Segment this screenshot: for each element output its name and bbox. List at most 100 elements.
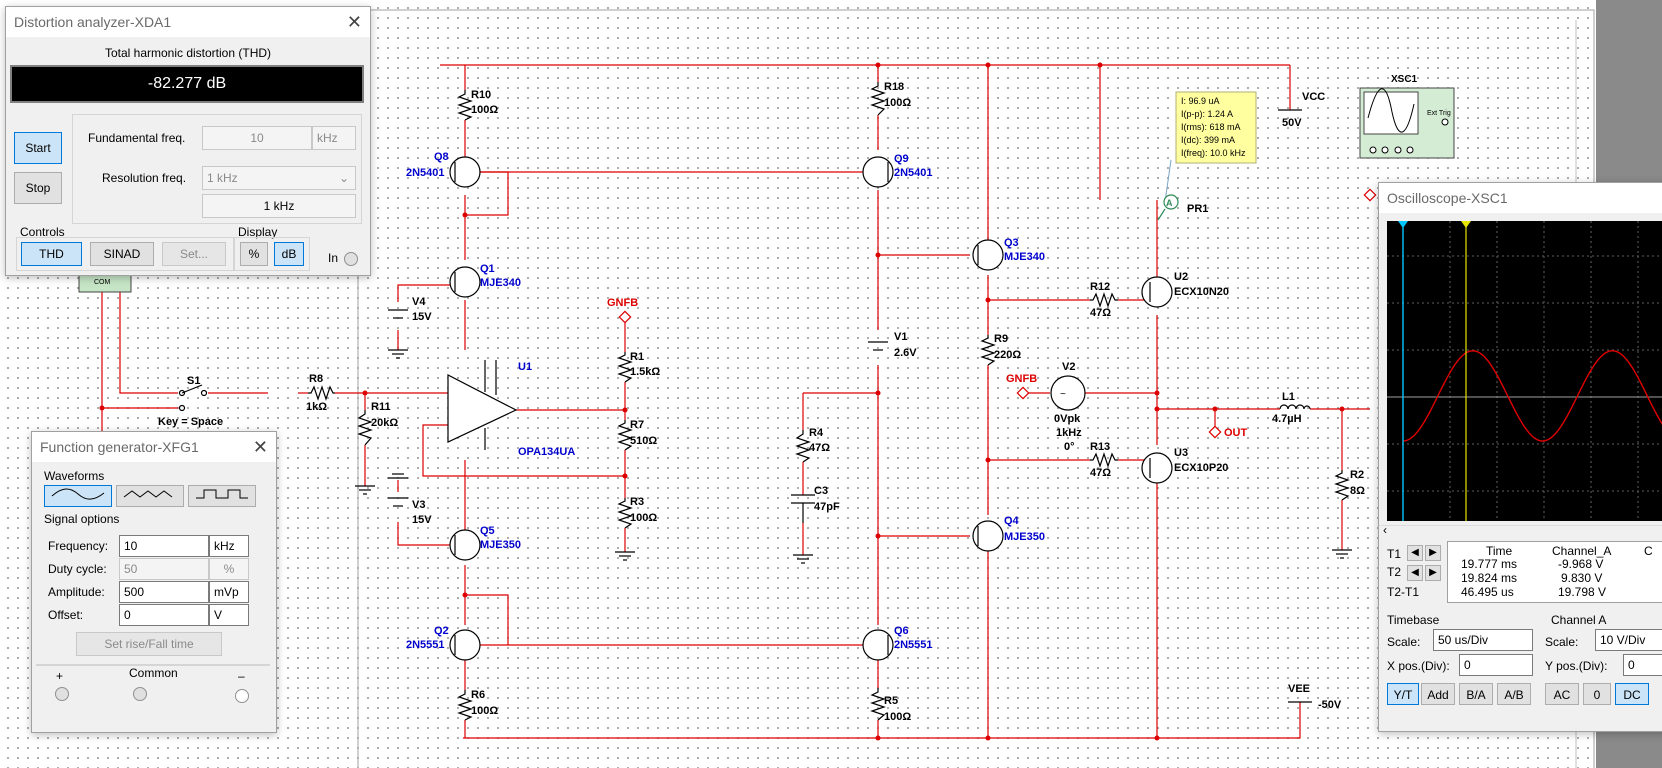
amplitude-unit: mVp bbox=[209, 581, 249, 603]
xsc-title-bar[interactable]: Oscilloscope-XSC1 bbox=[1379, 183, 1662, 213]
frequency-input[interactable]: 10 bbox=[119, 535, 209, 557]
close-icon[interactable]: ✕ bbox=[252, 437, 268, 457]
cursor-values-panel: Time Channel_A C 19.777 ms -9.968 V 19.8… bbox=[1447, 541, 1662, 603]
vcc-value: 50V bbox=[1282, 117, 1302, 129]
offset-unit: V bbox=[209, 604, 249, 626]
duty-cycle-label: Duty cycle: bbox=[48, 562, 107, 576]
common-terminal-label: Common bbox=[129, 666, 178, 680]
channel-b-column-header: C bbox=[1644, 544, 1653, 558]
horizontal-scrollbar[interactable]: ‹ bbox=[1379, 523, 1662, 540]
amplitude-input[interactable]: 500 bbox=[119, 581, 209, 603]
plus-terminal-icon[interactable] bbox=[55, 687, 69, 701]
ac-coupling-button[interactable]: AC bbox=[1545, 683, 1579, 705]
sinad-button[interactable]: SINAD bbox=[90, 242, 154, 266]
cursor-t1-handle[interactable] bbox=[1398, 221, 1408, 228]
t1-channel-a: -9.968 V bbox=[1558, 557, 1604, 571]
t2-channel-a: 9.830 V bbox=[1561, 571, 1603, 585]
cursor-t2-handle[interactable] bbox=[1461, 221, 1471, 228]
t2-label: T2 bbox=[1387, 565, 1402, 579]
close-icon[interactable]: ✕ bbox=[346, 12, 362, 32]
t2-left-arrow-icon[interactable]: ◀ bbox=[1407, 565, 1423, 581]
xsc-title: Oscilloscope-XSC1 bbox=[1387, 190, 1508, 206]
r12-value: 47Ω bbox=[1090, 307, 1111, 319]
t1-left-arrow-icon[interactable]: ◀ bbox=[1407, 545, 1423, 561]
in-terminal-icon[interactable] bbox=[344, 252, 358, 266]
oscilloscope-window[interactable]: Oscilloscope-XSC1 ‹ T1 T2 T2-T1 ◀ ▶ ◀ ▶ … bbox=[1378, 182, 1662, 732]
r18-value: 100Ω bbox=[884, 97, 911, 109]
q3-part: MJE340 bbox=[1004, 251, 1045, 263]
offset-input[interactable]: 0 bbox=[119, 604, 209, 626]
dc-coupling-button[interactable]: DC bbox=[1615, 683, 1649, 705]
probe-line-2: I(p-p): 1.24 A bbox=[1181, 109, 1233, 119]
v1-value: 2.6V bbox=[894, 347, 917, 359]
frequency-group bbox=[72, 114, 362, 224]
zero-coupling-button[interactable]: 0 bbox=[1583, 683, 1611, 705]
q8-ref: Q8 bbox=[434, 151, 449, 163]
q9-part: 2N5401 bbox=[894, 167, 933, 179]
xda-title-bar[interactable]: Distortion analyzer-XDA1 ✕ bbox=[6, 7, 370, 37]
add-button[interactable]: Add bbox=[1421, 683, 1455, 705]
t2-right-arrow-icon[interactable]: ▶ bbox=[1425, 565, 1441, 581]
probe-line-5: I(freq): 10.0 kHz bbox=[1181, 148, 1246, 158]
chevron-down-icon: ⌄ bbox=[338, 171, 349, 185]
t1-right-arrow-icon[interactable]: ▶ bbox=[1425, 545, 1441, 561]
channel-a-scale-input[interactable]: 10 V/Div bbox=[1595, 629, 1662, 651]
timebase-scale-input[interactable]: 50 us/Div bbox=[1433, 629, 1533, 651]
chevron-left-icon[interactable]: ‹ bbox=[1383, 523, 1387, 537]
a-over-b-button[interactable]: A/B bbox=[1497, 683, 1531, 705]
r10-value: 100Ω bbox=[471, 104, 498, 116]
duty-cycle-input[interactable]: 50 bbox=[119, 558, 209, 580]
r18-ref: R18 bbox=[884, 81, 904, 93]
probe-pr1[interactable]: A bbox=[1157, 159, 1179, 221]
stop-button[interactable]: Stop bbox=[14, 172, 62, 204]
l1-value: 4.7µH bbox=[1272, 413, 1302, 425]
b-over-a-button[interactable]: B/A bbox=[1459, 683, 1493, 705]
set-rise-fall-button[interactable]: Set rise/Fall time bbox=[76, 632, 222, 656]
t2-t1-time: 46.495 us bbox=[1461, 585, 1514, 599]
common-terminal-icon[interactable] bbox=[133, 687, 147, 701]
xda1-com: COM bbox=[94, 279, 111, 286]
start-button[interactable]: Start bbox=[14, 132, 62, 164]
signal-options-label: Signal options bbox=[44, 512, 120, 526]
fundamental-freq-unit: kHz bbox=[312, 126, 356, 150]
xsc1-instrument-icon[interactable] bbox=[1359, 87, 1455, 159]
sine-wave-button[interactable] bbox=[44, 485, 112, 507]
net-flags bbox=[618, 188, 1377, 439]
square-wave-button[interactable] bbox=[188, 485, 256, 507]
triangle-wave-button[interactable] bbox=[116, 485, 184, 507]
resolution-freq-select[interactable]: 1 kHz ⌄ bbox=[202, 166, 356, 190]
xsc1-ext-trig: Ext Trig bbox=[1427, 110, 1451, 117]
l1-ref: L1 bbox=[1282, 391, 1295, 403]
r1-ref: R1 bbox=[630, 351, 644, 363]
x-pos-input[interactable]: 0 bbox=[1459, 654, 1533, 676]
thd-button[interactable]: THD bbox=[21, 242, 82, 266]
amplitude-label: Amplitude: bbox=[48, 585, 105, 599]
r12-ref: R12 bbox=[1090, 281, 1110, 293]
frequency-label: Frequency: bbox=[48, 539, 109, 553]
r3-value: 100Ω bbox=[630, 512, 657, 524]
vee-net: VEE bbox=[1288, 683, 1310, 695]
y-pos-input[interactable]: 0 bbox=[1623, 654, 1662, 676]
scope-grid bbox=[1387, 208, 1662, 539]
distortion-analyzer-window[interactable]: Distortion analyzer-XDA1 ✕ Total harmoni… bbox=[5, 6, 371, 276]
time-column-header: Time bbox=[1486, 544, 1513, 558]
plus-terminal-label: + bbox=[56, 669, 64, 683]
db-button[interactable]: dB bbox=[274, 242, 304, 266]
xfg-title-bar[interactable]: Function generator-XFG1 ✕ bbox=[32, 432, 276, 462]
s1-key: Key = Space bbox=[158, 416, 223, 428]
yt-button[interactable]: Y/T bbox=[1387, 683, 1419, 705]
set-button[interactable]: Set... bbox=[162, 242, 226, 266]
r8-ref: R8 bbox=[309, 373, 323, 385]
fundamental-freq-input[interactable]: 10 bbox=[202, 126, 312, 150]
out-net: OUT bbox=[1224, 427, 1248, 439]
r6-value: 100Ω bbox=[471, 705, 498, 717]
function-generator-window[interactable]: Function generator-XFG1 ✕ Waveforms Sign… bbox=[31, 431, 277, 733]
r8-value: 1kΩ bbox=[306, 401, 327, 413]
oscilloscope-screen[interactable] bbox=[1387, 208, 1662, 539]
vcc-net: VCC bbox=[1302, 91, 1325, 103]
q9-ref: Q9 bbox=[894, 153, 909, 165]
minus-terminal-icon[interactable] bbox=[235, 689, 249, 703]
q1-ref: Q1 bbox=[480, 263, 495, 275]
percent-button[interactable]: % bbox=[240, 242, 268, 266]
